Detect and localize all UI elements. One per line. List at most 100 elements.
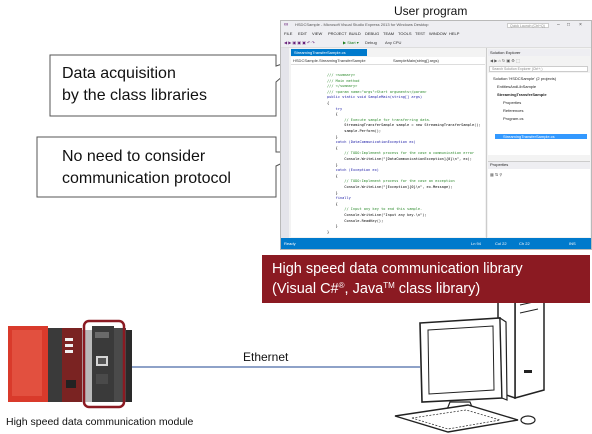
- library-title: High speed data communication library: [272, 261, 523, 277]
- code-line: }: [327, 224, 338, 229]
- selected-tree-row: [495, 134, 587, 139]
- document-tab-label: StreamingTransferSample.cs: [294, 50, 346, 55]
- code-line: Console.WriteLine("[DataCommunicationExc…: [327, 157, 472, 161]
- code-line: /// </summary>: [327, 84, 358, 89]
- status-ch: Ch 22: [519, 241, 530, 246]
- code-line: }: [327, 134, 338, 139]
- vs-title: HSDCSample - Microsoft Visual Studio Exp…: [295, 22, 429, 27]
- code-line: /// <summary>: [327, 73, 356, 77]
- code-line: Console.WriteLine("Input any key.\n");: [327, 213, 427, 217]
- quick-launch-input[interactable]: Quick Launch (Ctrl+Q): [507, 23, 549, 28]
- callout-1-line-1: Data acquisition: [62, 65, 176, 82]
- code-line: StreamingTransferSample sample = new Str…: [327, 123, 481, 128]
- properties-header: [488, 161, 590, 169]
- code-line: try: [327, 106, 343, 111]
- code-line: }: [327, 162, 338, 167]
- solution-explorer-header: [488, 49, 590, 56]
- toolbox-strip[interactable]: [281, 48, 289, 238]
- code-line: catch (Exception ex): [327, 168, 379, 173]
- menu-project[interactable]: PROJECT: [328, 31, 347, 36]
- properties-panel: [488, 169, 590, 237]
- platform-select[interactable]: Any CPU: [385, 40, 402, 45]
- callout-2-line-1: No need to consider: [62, 148, 206, 165]
- maximize-icon[interactable]: □: [567, 22, 571, 28]
- close-icon[interactable]: ×: [579, 22, 582, 28]
- code-line: {: [327, 173, 338, 178]
- config-select[interactable]: Debug: [365, 40, 377, 45]
- code-line: Console.ReadKey();: [327, 218, 384, 223]
- library-box: [262, 255, 590, 303]
- vs-logo-icon: ∞: [284, 22, 289, 28]
- code-line: // Input any key to end this sample.: [327, 207, 423, 212]
- status-bar: [281, 238, 591, 249]
- vs-title-bar: [281, 21, 591, 30]
- library-subtitle: (Visual C#®, JavaTM class library): [272, 280, 480, 298]
- status-col: Col 22: [495, 241, 507, 246]
- code-line: public static void SampleMain(string[] a…: [327, 95, 423, 100]
- code-line: {: [327, 201, 338, 206]
- menu-view[interactable]: VIEW: [312, 31, 323, 36]
- panel-divider: [486, 48, 487, 238]
- ethernet-label: Ethernet: [243, 350, 289, 364]
- code-nav-bar: [291, 57, 485, 65]
- tree-item-project-1[interactable]: EntitiesAndLibSample: [497, 84, 537, 89]
- code-line: {: [327, 101, 330, 105]
- status-line: Ln 94: [471, 241, 482, 246]
- trademark-mark: TM: [383, 281, 395, 290]
- status-ready: Ready: [284, 241, 296, 246]
- code-line: {: [327, 112, 338, 117]
- visual-studio-window: ∞ HSDCSample - Microsoft Visual Studio E…: [280, 20, 592, 250]
- library-subtitle-mid: , Java: [344, 281, 384, 297]
- tree-item-references[interactable]: References: [503, 108, 524, 113]
- menu-help[interactable]: HELP: [449, 31, 460, 36]
- code-line: {: [327, 145, 338, 150]
- code-line: }: [327, 190, 338, 195]
- library-subtitle-suffix: class library): [394, 281, 481, 297]
- menu-debug[interactable]: DEBUG: [365, 31, 380, 36]
- code-line: // TODO:Implement process for the case a…: [327, 151, 475, 156]
- menu-build[interactable]: BUILD: [349, 31, 361, 36]
- menu-file[interactable]: FILE: [284, 31, 293, 36]
- properties-title: Properties: [490, 162, 509, 167]
- library-subtitle-prefix: (Visual C#: [272, 281, 339, 297]
- tree-item-project-2[interactable]: StreamingTransferSample: [497, 92, 547, 97]
- code-line: finally: [327, 196, 351, 201]
- document-tab[interactable]: [291, 49, 367, 56]
- module-highlight-frame: [82, 319, 126, 409]
- tree-item-sample-file[interactable]: StreamingTransferSample.cs: [503, 134, 555, 139]
- menu-test[interactable]: TEST: [415, 31, 426, 36]
- code-editor[interactable]: [291, 65, 485, 237]
- code-line: catch (DataCommunicationException ex): [327, 140, 416, 145]
- code-line: // TODO:Implement process for the case a…: [327, 179, 455, 184]
- code-line: Console.WriteLine("[Exception]{0}\n", ex…: [327, 185, 453, 189]
- menu-window[interactable]: WINDOW: [429, 31, 447, 36]
- user-program-label: User program: [394, 4, 468, 18]
- menu-edit[interactable]: EDIT: [298, 31, 308, 36]
- nav-class-select[interactable]: HSDCSample.StreamingTransferSample: [293, 58, 366, 63]
- solution-tree: [488, 73, 590, 155]
- module-label: High speed data communication module: [6, 416, 194, 428]
- solution-search-input[interactable]: Search Solution Explorer (Ctrl+;): [489, 66, 588, 72]
- tree-item-properties[interactable]: Properties: [503, 100, 522, 105]
- solution-explorer-toolbar: ◀ ▶ ⌂ ↻ ▣ ⚙ ⬚: [490, 58, 520, 63]
- tree-item-solution[interactable]: Solution 'HSDCSample' (2 projects): [493, 76, 557, 81]
- minimize-icon[interactable]: –: [557, 22, 560, 28]
- properties-toolbar-icons: ▦ ⇅ ⚲: [490, 172, 503, 177]
- toolbar-icons: ◀ ▶ ▣ ▣ ▣ ↶ ↷: [284, 40, 315, 45]
- tree-item-program[interactable]: Program.cs: [503, 116, 524, 121]
- vs-menu-bar: [281, 30, 591, 38]
- code-line: /// <param name="args">Start arguments</…: [327, 89, 427, 94]
- nav-member-select[interactable]: SampleMain(string[] args): [393, 58, 439, 63]
- callout-1-line-2: by the class libraries: [62, 87, 207, 104]
- code-line: // Execute sample for transferring data.: [327, 117, 431, 122]
- code-line: /// Main method: [327, 78, 360, 83]
- start-debug-button[interactable]: ▶ Start ▾: [343, 40, 359, 45]
- menu-tools[interactable]: TOOLS: [398, 31, 412, 36]
- menu-team[interactable]: TEAM: [383, 31, 395, 36]
- plc-rack: [8, 319, 132, 409]
- code-line: sample.Perform();: [327, 129, 382, 133]
- callout-2-line-2: communication protocol: [62, 170, 231, 187]
- status-ins: INS: [569, 241, 576, 246]
- vs-toolbar: [281, 38, 591, 48]
